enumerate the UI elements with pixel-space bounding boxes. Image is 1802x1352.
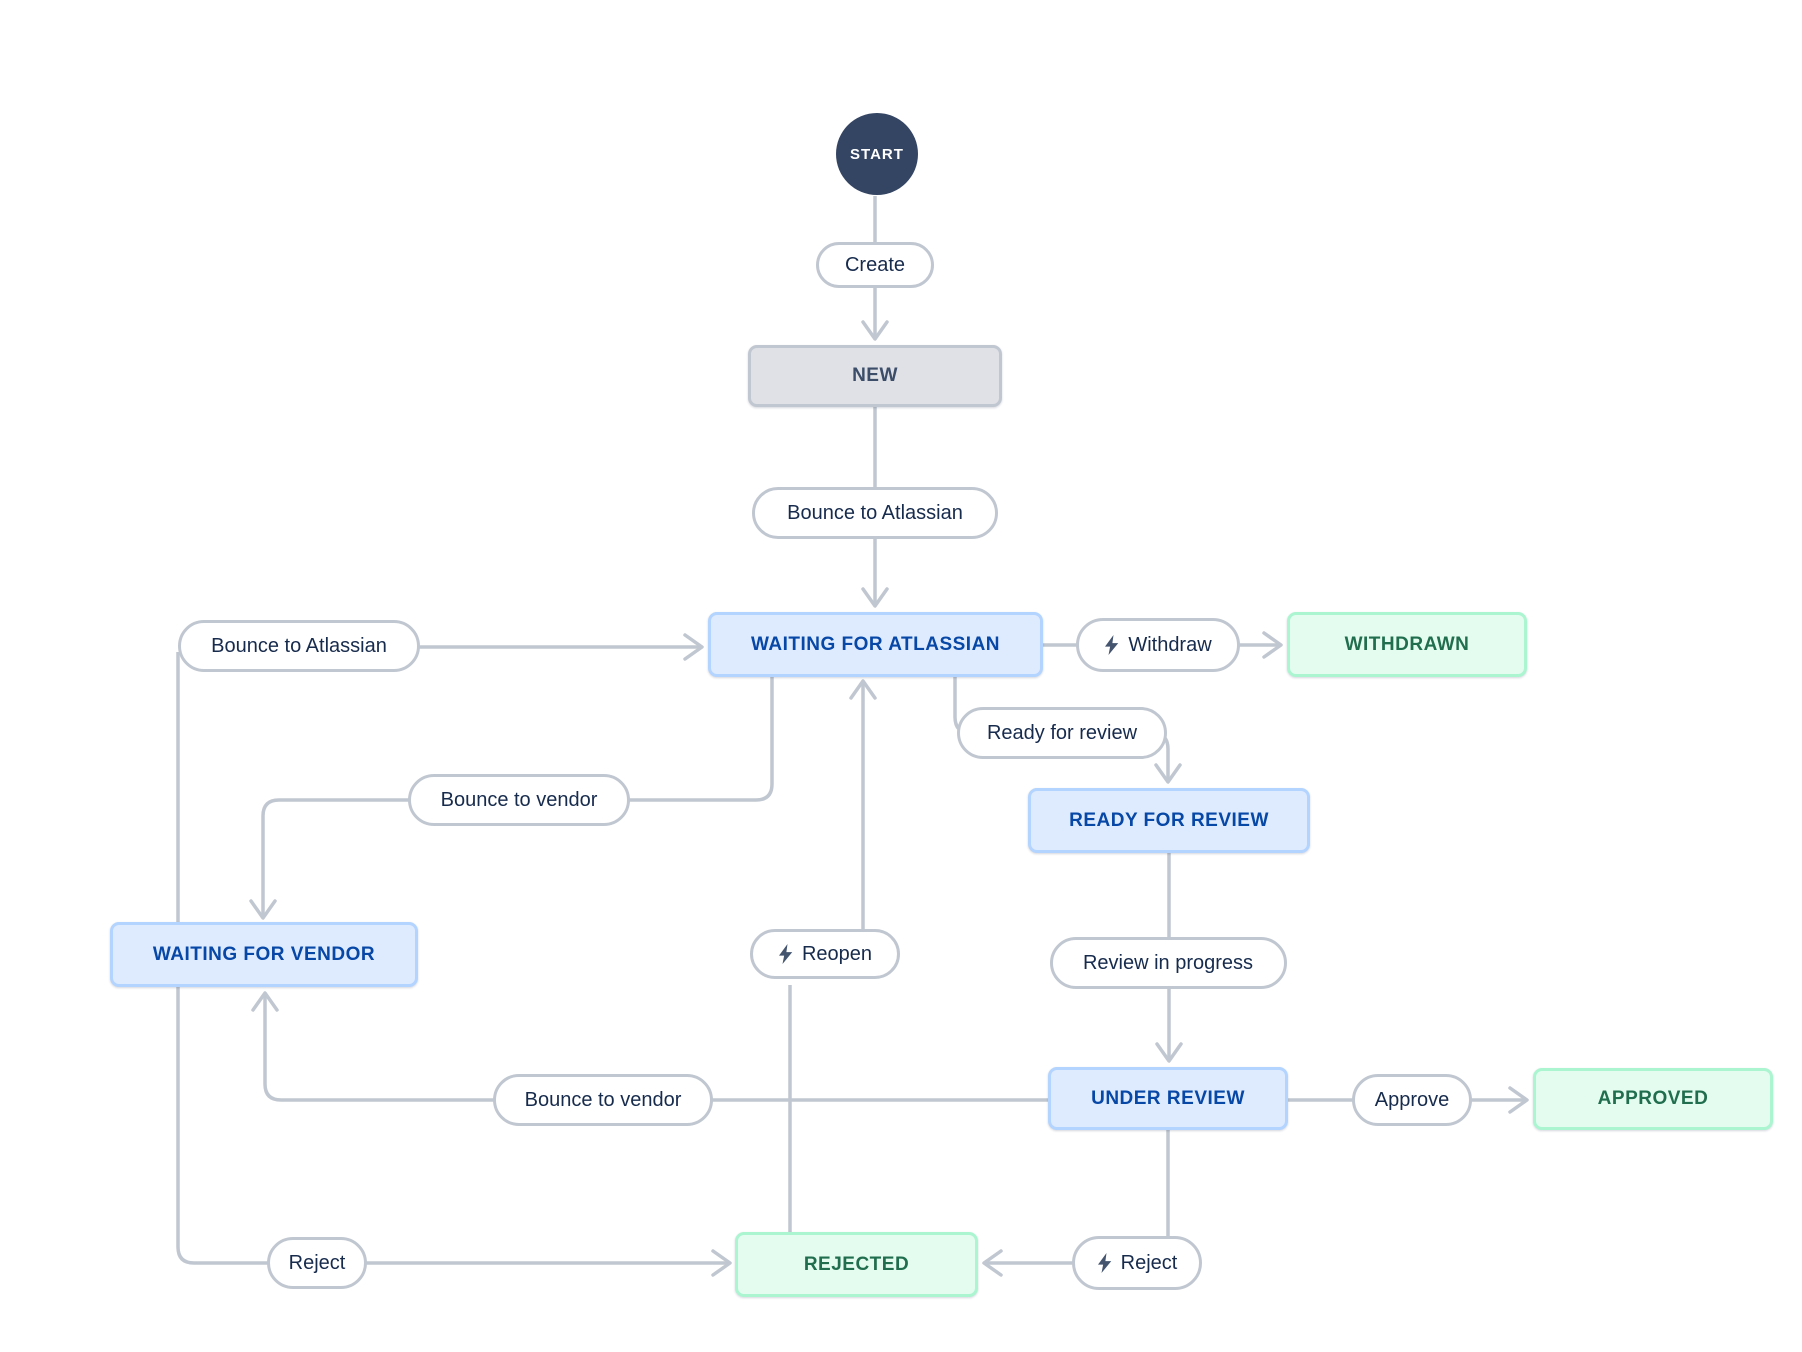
transition-pill-withdraw[interactable]: Withdraw bbox=[1076, 618, 1240, 672]
transition-label: Bounce to vendor bbox=[524, 1088, 682, 1111]
transition-label: Reject bbox=[1120, 1251, 1178, 1274]
status-node-new[interactable]: NEW bbox=[748, 345, 1002, 407]
transition-pill-create[interactable]: Create bbox=[816, 242, 934, 288]
transition-pill-ready-for-review[interactable]: Ready for review bbox=[957, 707, 1167, 759]
transition-label: Bounce to vendor bbox=[440, 788, 598, 811]
transition-label: Approve bbox=[1374, 1088, 1450, 1111]
transition-label: Review in progress bbox=[1082, 951, 1254, 974]
transition-pill-bounce-to-vendor-top[interactable]: Bounce to vendor bbox=[408, 774, 630, 826]
transition-pill-bounce-to-atlassian-left[interactable]: Bounce to Atlassian bbox=[178, 620, 420, 672]
transition-label: Reopen bbox=[801, 942, 873, 965]
status-node-approved[interactable]: APPROVED bbox=[1533, 1068, 1773, 1130]
lightning-icon bbox=[1097, 1253, 1111, 1273]
status-node-waiting-for-vendor[interactable]: WAITING FOR VENDOR bbox=[110, 922, 418, 987]
transition-pill-approve[interactable]: Approve bbox=[1352, 1074, 1472, 1126]
lightning-icon bbox=[778, 944, 793, 964]
status-node-ready-for-review[interactable]: READY FOR REVIEW bbox=[1028, 788, 1310, 853]
status-node-withdrawn[interactable]: WITHDRAWN bbox=[1287, 612, 1527, 677]
transition-pill-reopen[interactable]: Reopen bbox=[750, 929, 900, 979]
edge-under-review-bounce-vendor bbox=[251, 991, 1048, 1102]
transition-label: Ready for review bbox=[986, 721, 1138, 744]
transition-pill-reject-global[interactable]: Reject bbox=[1072, 1236, 1202, 1290]
status-node-waiting-for-atlassian[interactable]: WAITING FOR ATLASSIAN bbox=[708, 612, 1043, 677]
status-node-under-review[interactable]: UNDER REVIEW bbox=[1048, 1067, 1288, 1130]
transition-label: Withdraw bbox=[1128, 633, 1212, 656]
transition-label: Create bbox=[844, 253, 906, 276]
transition-pill-bounce-to-vendor-bottom[interactable]: Bounce to vendor bbox=[493, 1074, 713, 1126]
transition-pill-bounce-to-atlassian-top[interactable]: Bounce to Atlassian bbox=[752, 487, 998, 539]
transition-label: Reject bbox=[288, 1251, 346, 1274]
transition-pill-reject-vendor[interactable]: Reject bbox=[267, 1237, 367, 1289]
transition-pill-review-in-progress[interactable]: Review in progress bbox=[1049, 937, 1287, 989]
start-node[interactable]: START bbox=[836, 113, 918, 195]
transition-label: Bounce to Atlassian bbox=[211, 634, 387, 657]
transition-label: Bounce to Atlassian bbox=[787, 501, 963, 524]
lightning-icon bbox=[1105, 635, 1119, 655]
edge-vendor-reject bbox=[176, 987, 732, 1277]
status-node-rejected[interactable]: REJECTED bbox=[735, 1232, 978, 1297]
